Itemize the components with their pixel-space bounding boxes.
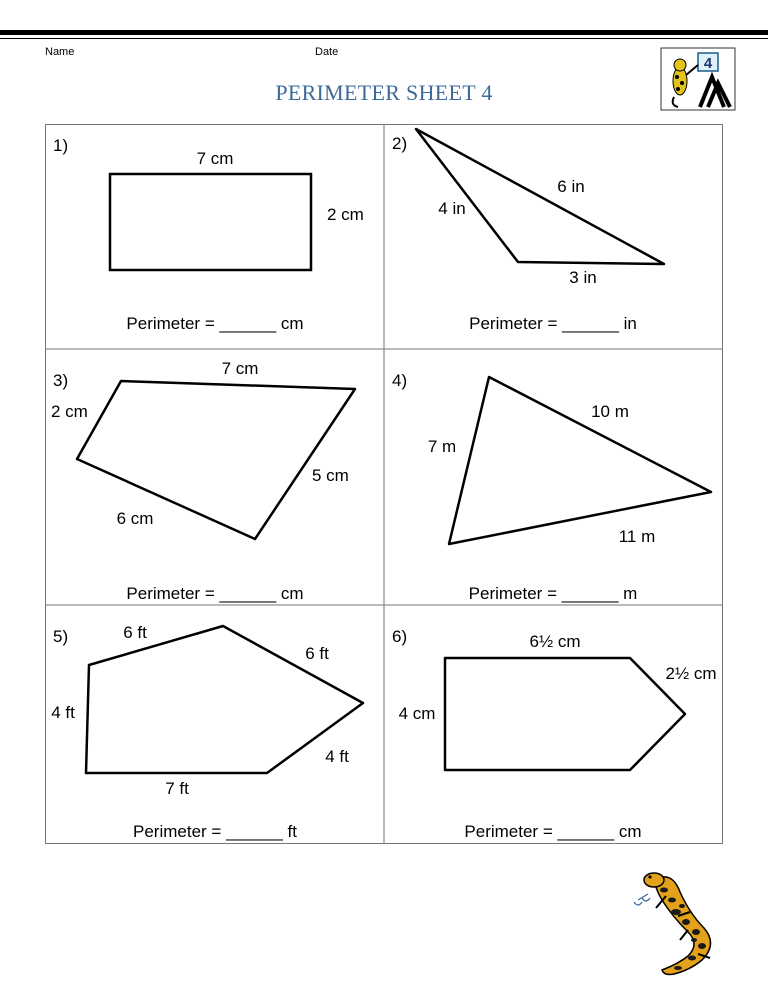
problem-number: 2)	[392, 134, 407, 153]
problem-3: 3) 7 cm 2 cm 5 cm 6 cm Perimeter = _____…	[51, 359, 357, 603]
side-label: 4 ft	[325, 747, 349, 766]
side-label: 6 ft	[123, 623, 147, 642]
answer-line: Perimeter = ______ m	[469, 584, 638, 603]
problem-5: 5) 6 ft 6 ft 4 ft 4 ft 7 ft Perimeter = …	[51, 623, 365, 841]
problem-number: 3)	[53, 371, 68, 390]
worksheet-grid: 1) 7 cm 2 cm Perimeter = ______ cm 2) 6 …	[45, 124, 723, 844]
triangle-shape	[447, 375, 713, 546]
problem-number: 6)	[392, 627, 407, 646]
side-label: 4 in	[438, 199, 465, 218]
logo-digit: 4	[704, 55, 713, 72]
problem-number: 1)	[53, 136, 68, 155]
rectangle-shape	[108, 172, 313, 272]
side-label: 6 cm	[117, 509, 154, 528]
quadrilateral-shape	[75, 379, 357, 541]
side-label: 7 cm	[197, 149, 234, 168]
side-label: 5 cm	[312, 466, 349, 485]
top-rule	[0, 30, 768, 35]
side-label: 6 ft	[305, 644, 329, 663]
side-label: 4 cm	[399, 704, 436, 723]
triangle-shape	[414, 127, 666, 266]
name-label: Name	[45, 46, 75, 58]
side-label: 7 cm	[222, 359, 259, 378]
problem-number: 4)	[392, 371, 407, 390]
problem-1: 1) 7 cm 2 cm Perimeter = ______ cm	[53, 136, 364, 333]
salamander-mascot-icon	[633, 872, 712, 976]
answer-line: Perimeter = ______ cm	[126, 314, 303, 333]
side-label: 2½ cm	[665, 664, 716, 683]
answer-line: Perimeter = ______ cm	[464, 822, 641, 841]
page-title: PERIMETER SHEET 4	[275, 80, 493, 105]
answer-line: Perimeter = ______ cm	[126, 584, 303, 603]
side-label: 2 cm	[327, 205, 364, 224]
top-rule-thin	[0, 38, 768, 39]
side-label: 6½ cm	[529, 632, 580, 651]
problem-number: 5)	[53, 627, 68, 646]
date-label: Date	[315, 46, 339, 58]
pentagon-shape	[84, 624, 365, 775]
problem-6: 6) 6½ cm 2½ cm 4 cm Perimeter = ______ c…	[392, 627, 717, 841]
pentagon-shape	[443, 656, 687, 772]
problem-2: 2) 6 in 4 in 3 in Perimeter = ______ in	[392, 127, 666, 333]
answer-line: Perimeter = ______ ft	[133, 822, 297, 841]
side-label: 10 m	[591, 402, 629, 421]
side-label: 2 cm	[51, 402, 88, 421]
side-label: 11 m	[619, 527, 656, 546]
side-label: 7 ft	[165, 779, 189, 798]
side-label: 4 ft	[51, 703, 75, 722]
math-salamander-logo: 4	[660, 47, 736, 111]
side-label: 6 in	[557, 177, 584, 196]
side-label: 7 m	[428, 437, 456, 456]
answer-line: Perimeter = ______ in	[469, 314, 637, 333]
problem-4: 4) 10 m 7 m 11 m Perimeter = ______ m	[392, 371, 713, 603]
side-label: 3 in	[569, 268, 596, 287]
